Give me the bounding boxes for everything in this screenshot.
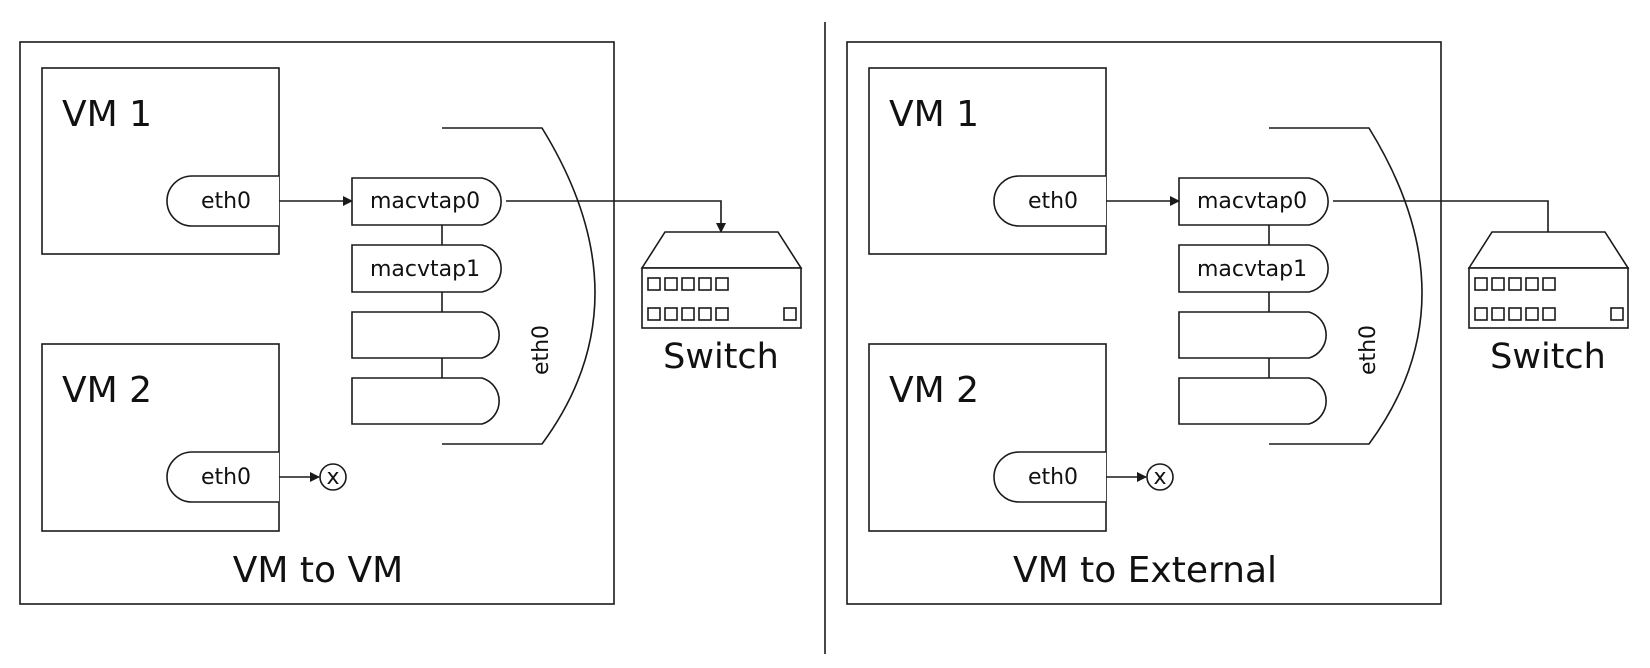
macvtap1-label: macvtap1 — [1197, 257, 1307, 282]
host-eth0-enclosure — [442, 127, 596, 445]
vm2-eth0-label: eth0 — [201, 465, 251, 490]
blocked-mark: x — [1153, 465, 1166, 490]
switch-icon — [1467, 231, 1630, 329]
switch-label: Switch — [663, 337, 779, 377]
vm2-eth0-label: eth0 — [1028, 465, 1078, 490]
vm1-eth0-port — [166, 175, 279, 227]
vm1-label: VM 1 — [62, 94, 152, 135]
switch-icon — [640, 231, 803, 329]
host-eth0-enclosure — [1269, 127, 1423, 445]
panel-title: VM to VM — [233, 550, 403, 591]
macvtap0-label: macvtap0 — [370, 189, 480, 214]
macvtap-slot-empty — [351, 377, 500, 425]
macvtap-slot-empty — [1178, 311, 1327, 359]
macvtap-slot-empty — [351, 311, 500, 359]
macvtap1-slot — [1178, 244, 1329, 293]
vm1-eth0-port — [993, 175, 1106, 227]
macvtap0-slot — [1178, 177, 1329, 226]
macvtap0-label: macvtap0 — [1197, 189, 1307, 214]
vm1-eth0-label: eth0 — [201, 189, 251, 214]
vm1-eth0-label: eth0 — [1028, 189, 1078, 214]
macvtap1-label: macvtap1 — [370, 257, 480, 282]
vm2-label: VM 2 — [62, 370, 152, 411]
blocked-icon — [319, 463, 347, 491]
panel-vm-to-external: VM 1 eth0 VM 2 eth0 eth0 macvtap0 macvta… — [846, 41, 1630, 605]
vm1-label: VM 1 — [889, 94, 979, 135]
macvtap0-to-switch-arrow — [506, 200, 726, 233]
panel-vm-to-vm: VM 1 eth0 VM 2 eth0 eth0 macvtap0 macvta… — [19, 41, 803, 605]
vm2-label: VM 2 — [889, 370, 979, 411]
blocked-icon — [1146, 463, 1174, 491]
switch-label: Switch — [1490, 337, 1606, 377]
macvtap1-slot — [351, 244, 502, 293]
macvtap-slot-empty — [1178, 377, 1327, 425]
vm2-eth0-port — [166, 451, 279, 503]
host-eth0-label: eth0 — [529, 325, 554, 375]
vm2-eth0-port — [993, 451, 1106, 503]
panel-title: VM to External — [1013, 550, 1277, 591]
blocked-mark: x — [326, 465, 339, 490]
macvtap0-slot — [351, 177, 502, 226]
host-eth0-label: eth0 — [1356, 325, 1381, 375]
